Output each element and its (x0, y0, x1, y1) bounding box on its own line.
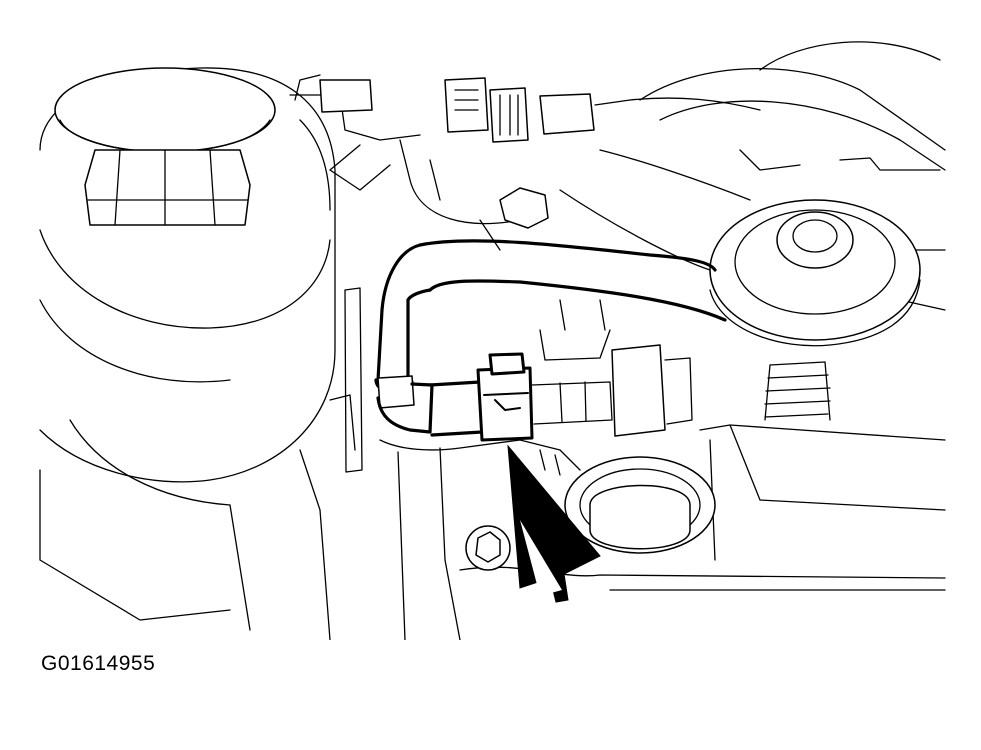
pointer-arrow (507, 444, 601, 603)
coil-spring (764, 361, 831, 421)
rubber-grommet (709, 199, 921, 347)
upper-wiring-harness (289, 77, 761, 251)
engine-block-lower (329, 287, 946, 640)
vacuum-switching-valve (376, 299, 693, 442)
vacuum-hose (374, 239, 727, 409)
reservoir-assembly (39, 67, 336, 640)
engine-line-drawing (39, 41, 946, 640)
figure-id-label: G01614955 (41, 652, 156, 675)
